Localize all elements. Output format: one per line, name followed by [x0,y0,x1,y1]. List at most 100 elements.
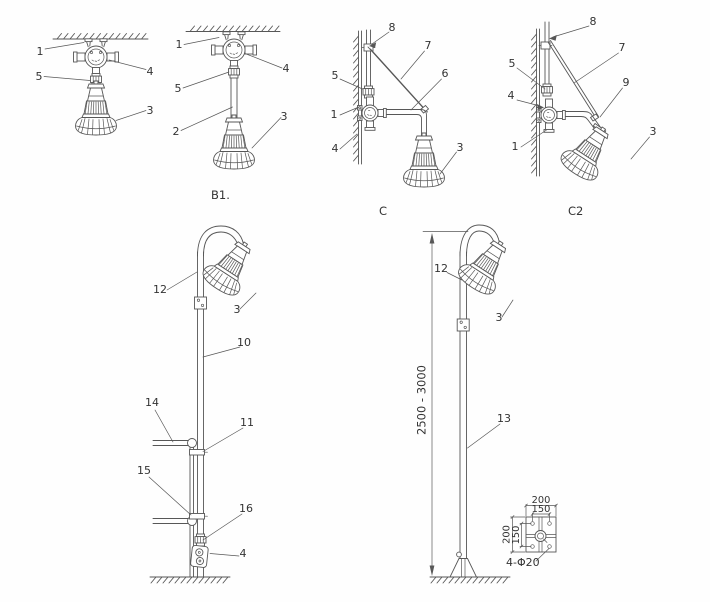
callout-label-3: 3 [457,141,464,154]
callout-label-6: 6 [442,67,449,80]
callout-label-4: 4 [283,62,290,75]
plate-height-outer: 200 [502,525,513,544]
diagram-wall-mount: 8 7 6 5 1 4 3 C [331,21,464,218]
plate-ribs [525,516,557,553]
pole-coupling [456,318,470,332]
plate-width-outer: 200 [532,495,551,506]
bolt-hole [547,521,552,526]
wall-hatch [531,33,537,174]
wall-line [536,28,540,177]
callout-label-4: 4 [508,89,515,102]
union-coupling [228,65,240,79]
callout-label-4: 4 [240,547,247,560]
bracket-arm [385,109,427,137]
plate-width-inner: 150 [532,504,551,515]
diagram-street-pole-mount: 2500 - 3000 12 3 13 200 150 200 150 [415,224,558,584]
callout-label-1: 1 [176,38,183,51]
wall-hatch [353,35,359,162]
diagonal-brace [547,40,599,119]
base-ribs [461,558,466,577]
pole-coupling [194,296,207,310]
base-plate-detail: 200 150 200 150 4-Φ20 [502,495,558,569]
brace-clamp [419,104,430,114]
bolt-hole [547,544,552,549]
supply-pipe [366,29,371,87]
callout-label-2: 2 [173,125,180,138]
leader-line [43,42,147,121]
lamp [403,132,445,188]
bolt-holes-label: 4-Φ20 [506,556,540,569]
callout-label-1: 1 [331,108,338,121]
pole-crook [459,224,501,257]
callout-label-4: 4 [332,142,339,155]
pendant-tube [230,77,238,119]
guardrail-top [152,440,189,446]
union-coupling [541,83,553,97]
dimension-line [512,516,522,553]
pole-clamp-lower [189,513,205,520]
ceiling-hatch [56,33,147,40]
callout-label-3: 3 [281,110,288,123]
leader-line [516,25,650,160]
pole-socket-inner [537,532,544,540]
wall-line [358,30,362,165]
dimension-tick [510,515,524,554]
base-bolt-eye [456,551,462,558]
diagram-ceiling-mount: 1 5 4 3 [36,33,154,136]
arrowhead [549,35,557,41]
diagram-ceiling-pendant-mount: 1 4 5 2 3 B1. [173,25,290,202]
leader-line [180,37,283,149]
height-dimension-text: 2500 - 3000 [415,365,429,435]
pole-clamp-upper [189,449,205,456]
leader-line [446,272,514,449]
dimension-tick [524,503,558,516]
leader-line [148,271,257,557]
diagram-wall-mount-angled: 8 7 9 5 4 1 3 C2 [508,15,657,218]
ground-hatch [430,576,509,584]
diagram-caption: C [379,204,387,218]
dimension-line [525,505,557,515]
callout-label-3: 3 [147,104,154,117]
callout-label-13: 13 [497,412,511,425]
callout-label-12: 12 [153,283,167,296]
callout-label-7: 7 [619,41,626,54]
dimension-extension-line [510,516,532,553]
plate-height-inner: 150 [511,526,522,545]
arrowhead [537,104,544,110]
leader-line [339,31,457,175]
ground-hatch [150,576,229,584]
diagram-guardrail-pole-mount: 12 3 10 14 11 15 16 4 [137,225,264,584]
lamp [556,116,622,185]
callout-label-5: 5 [509,57,516,70]
arrowhead-up [429,233,435,244]
diagonal-brace [367,46,428,113]
bracket-arm [563,111,602,133]
callout-label-3: 3 [650,125,657,138]
box-outlet-stub [230,60,238,67]
lamp [75,80,117,136]
diagram-caption: B1. [211,188,230,202]
dimension-extension-line [525,504,557,522]
callout-label-15: 15 [137,464,151,477]
callout-label-4: 4 [147,65,154,78]
callout-label-5: 5 [332,69,339,82]
guardrail-bottom [152,518,189,524]
callout-label-7: 7 [425,39,432,52]
union-coupling [362,85,375,99]
pole-crook [197,225,245,257]
callout-label-1: 1 [37,45,44,58]
callout-label-8: 8 [590,15,597,28]
callout-label-14: 14 [145,396,159,409]
lamp [213,114,255,170]
ceiling-hatch [189,25,280,32]
callout-label-11: 11 [240,416,254,429]
arrowhead [369,42,377,48]
callout-label-8: 8 [389,21,396,34]
callout-label-10: 10 [237,336,251,349]
pipe-coupling [194,533,207,547]
leader-line [535,548,550,562]
socket-notch [543,538,548,543]
supply-pipe [544,21,550,85]
